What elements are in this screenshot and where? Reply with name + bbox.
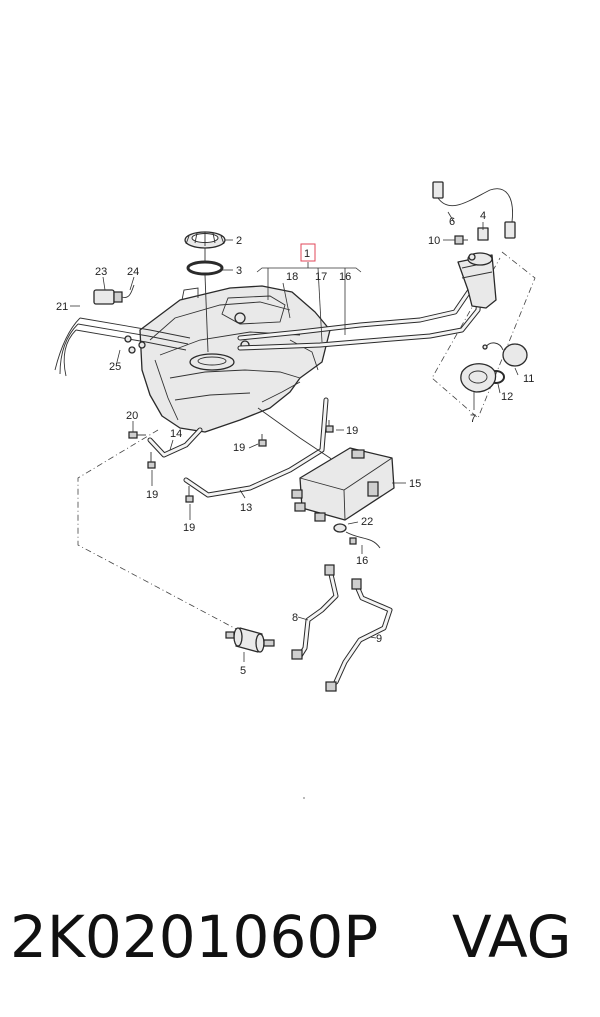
callout-19-bottom: 19 — [183, 522, 195, 534]
connector-22 — [333, 523, 347, 533]
callout-3: 3 — [236, 265, 242, 277]
callout-4: 4 — [480, 210, 486, 222]
part-number: 2K0201060P — [10, 903, 379, 971]
callout-18: 18 — [286, 271, 298, 283]
callout-17: 17 — [315, 271, 327, 283]
callout-9: 9 — [376, 633, 382, 645]
callout-20: 20 — [126, 410, 138, 422]
callout-5: 5 — [240, 665, 246, 677]
callout-13: 13 — [240, 502, 252, 514]
stray-mark — [303, 797, 305, 799]
filler-neck — [237, 252, 497, 351]
callout-23: 23 — [95, 266, 107, 278]
bolt-19-right — [325, 420, 334, 433]
callout-2: 2 — [236, 235, 242, 247]
callout-10: 10 — [428, 235, 440, 247]
callout-25: 25 — [109, 361, 121, 373]
callout-21: 21 — [56, 301, 68, 313]
bolt-19-upper — [258, 434, 267, 447]
tank-opening — [189, 353, 235, 371]
assembly-line-right — [431, 251, 536, 419]
callout-11: 11 — [523, 373, 534, 385]
fuel-tank — [139, 285, 331, 433]
fuel-pump-connector — [93, 284, 135, 305]
callout-16-upper: 16 — [339, 271, 351, 283]
callout-24: 24 — [127, 266, 139, 278]
callout-8: 8 — [292, 612, 298, 624]
assembly-line-left — [77, 429, 239, 631]
fuel-hose-9 — [325, 578, 393, 692]
bolt-20 — [128, 431, 146, 439]
charcoal-canister — [291, 447, 395, 522]
callout-6: 6 — [449, 216, 455, 228]
tank-strap-13 — [183, 397, 329, 498]
fuel-lines-bundle — [54, 317, 191, 377]
callout-labels: 1 2 3 18 17 16 6 4 10 11 12 7 23 24 21 2… — [56, 210, 534, 677]
callout-1: 1 — [304, 248, 310, 260]
callout-1-highlight-box — [300, 243, 316, 262]
brand-name: VAG — [452, 903, 572, 971]
callout-15: 15 — [409, 478, 421, 490]
callout-12: 12 — [501, 391, 513, 403]
callout-19-middle: 19 — [233, 442, 245, 454]
hose-16-lower — [345, 531, 381, 549]
fuel-hose-8 — [291, 564, 339, 660]
seal-ring — [186, 260, 224, 276]
bolt-10 — [454, 235, 468, 245]
wiring-harness-6 — [432, 181, 516, 239]
callout-16-lower: 16 — [356, 555, 368, 567]
callout-7: 7 — [470, 413, 476, 425]
fuel-cap — [482, 342, 528, 367]
filler-flap — [460, 363, 497, 393]
bolt-19-left — [147, 452, 156, 469]
fuel-filter — [225, 627, 275, 653]
callout-22: 22 — [361, 516, 373, 528]
callout-19-right: 19 — [346, 425, 358, 437]
callout-14: 14 — [170, 428, 182, 440]
callout-19-left: 19 — [146, 489, 158, 501]
tank-strap-14 — [147, 427, 203, 458]
leader-lines — [70, 211, 519, 662]
bracket-4 — [477, 227, 489, 241]
bolt-19-bottom — [185, 486, 194, 503]
locking-ring — [184, 231, 226, 249]
